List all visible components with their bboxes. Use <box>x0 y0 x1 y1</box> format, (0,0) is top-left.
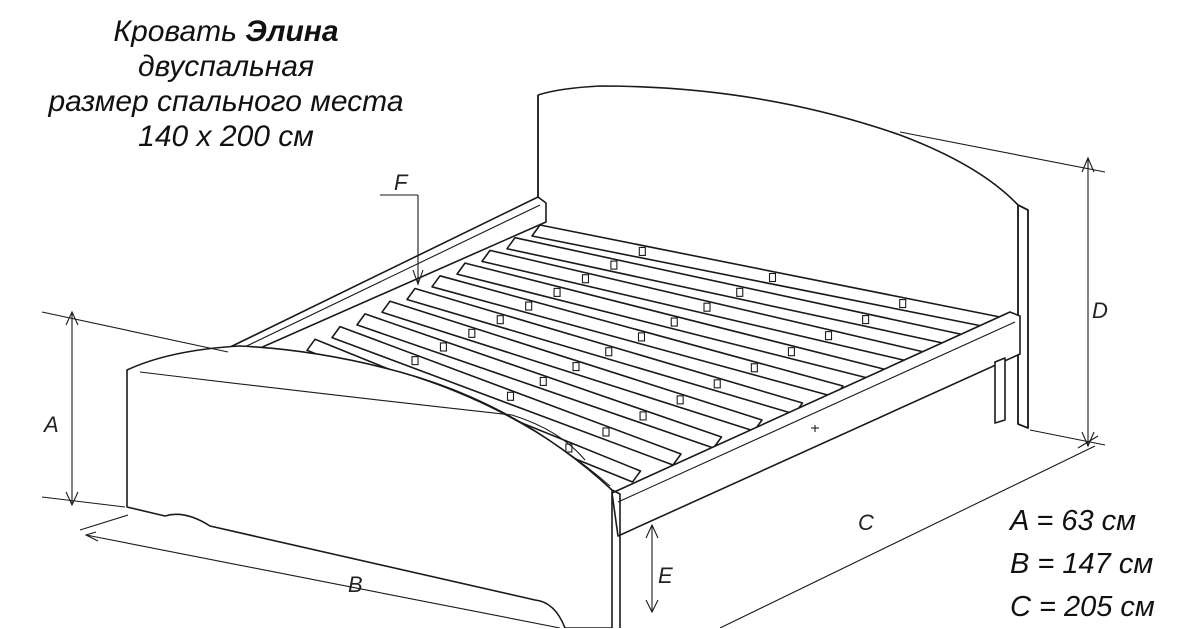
title-prefix: Кровать <box>113 15 237 48</box>
slat-holder <box>411 356 419 366</box>
slat-holder <box>768 272 777 283</box>
title-line-4: 140 х 200 см <box>138 120 314 153</box>
slat-holder <box>581 274 590 284</box>
slat-holder <box>553 287 561 297</box>
slat-holder <box>787 347 795 357</box>
dimension-letters: A B C D E F <box>42 170 1108 597</box>
dim-label-d: D <box>1092 298 1108 323</box>
slat-holder <box>539 376 547 387</box>
dim-label-c: C <box>858 510 874 535</box>
slat-holder <box>736 287 744 297</box>
slat-holder <box>713 379 721 389</box>
legend-item-b: B = 147 см <box>1010 548 1154 580</box>
title-model-name: Элина <box>245 15 339 48</box>
legend-item-c: C = 205 см <box>1010 591 1155 623</box>
title-line-3: размер спального места <box>48 85 404 118</box>
slat-holder <box>496 315 504 325</box>
slat-holder <box>703 302 711 312</box>
slat-holder <box>638 246 646 257</box>
dim-label-f: F <box>394 170 409 195</box>
slat-holder <box>605 347 613 357</box>
slat-holder <box>468 328 476 338</box>
slat-holder <box>525 301 533 311</box>
slat-holder <box>639 411 647 421</box>
right-side-rail <box>611 311 1021 537</box>
slat-holder <box>637 332 646 342</box>
title-line-1: Кровать Элина <box>0 14 452 49</box>
slat-holder <box>824 331 833 341</box>
dim-label-b: B <box>348 572 363 597</box>
legend-item-a: A = 63 см <box>1010 505 1137 537</box>
dim-label-e: E <box>658 563 673 588</box>
title-line-2: двуспальная <box>137 50 314 83</box>
dimensions-legend: A = 63 см B = 147 см C = 205 см <box>1010 500 1155 629</box>
dim-label-a: A <box>42 412 59 437</box>
slat-holder <box>750 363 758 373</box>
slat-holder <box>899 298 907 309</box>
dimension-lines <box>41 131 1106 628</box>
slat-holder <box>670 317 678 327</box>
slat-holder <box>610 260 618 270</box>
slat-holder <box>572 362 580 372</box>
slat-holder <box>506 391 515 401</box>
slat-holder <box>439 342 447 352</box>
slat-holder <box>602 427 610 437</box>
slat-holder <box>862 315 870 325</box>
slat-holder <box>676 395 684 405</box>
footboard <box>126 345 621 628</box>
title-block: Кровать Элина двуспальная размер спально… <box>0 14 452 154</box>
